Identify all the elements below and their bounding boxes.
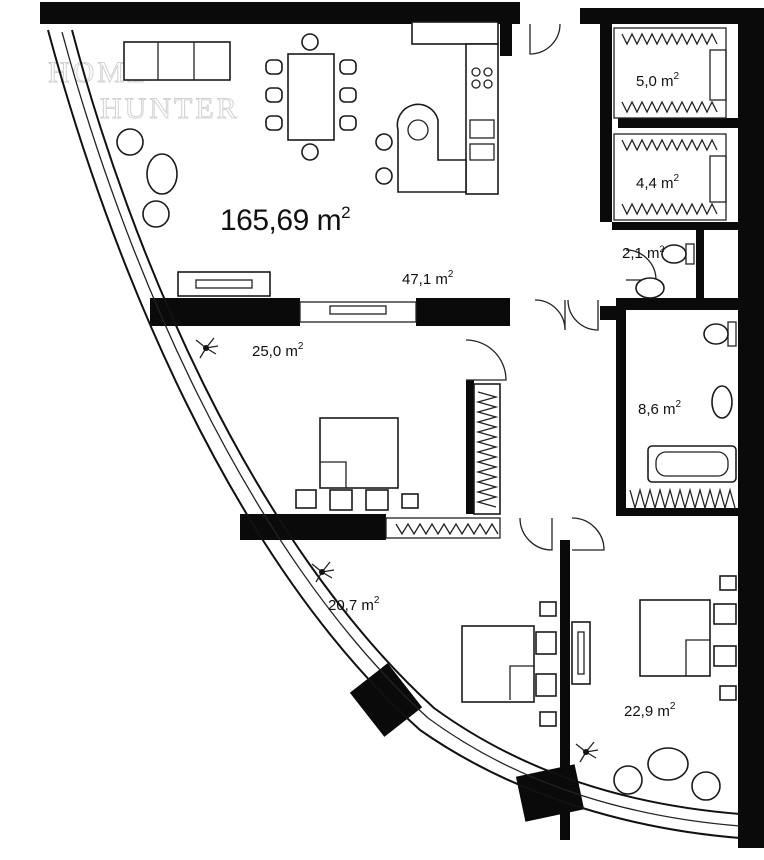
- plant-icon: [575, 741, 599, 763]
- room-area-bedroom-right: 22,9 m2: [624, 701, 676, 720]
- plant-icon: [311, 561, 335, 583]
- total-area-label: 165,69 m2: [220, 203, 351, 237]
- curved-facade: [47, 29, 741, 839]
- wardrobes: [613, 27, 727, 221]
- kitchen-unit: [396, 21, 499, 195]
- room-area-bedroom-top: 25,0 m2: [252, 341, 304, 360]
- room-area-living: 47,1 m2: [402, 269, 454, 288]
- living-furniture: [116, 41, 387, 315]
- room-area-wardrobe-a: 5,0 m2: [636, 71, 680, 90]
- sanitary-fixtures: [629, 243, 737, 511]
- bedroom-top-furniture: [295, 383, 501, 536]
- room-area-bedroom-left: 20,7 m2: [328, 595, 380, 614]
- svg-text:165,69 m2: 165,69 m2: [220, 203, 350, 237]
- dining-set: [265, 33, 393, 185]
- doors: [465, 23, 657, 551]
- total-area-value: 165,69: [220, 204, 309, 237]
- plant-icons: [195, 337, 599, 763]
- bedroom-lower-furniture: [461, 575, 737, 801]
- watermark-line2: HUNTER: [100, 92, 240, 125]
- room-area-bathroom: 8,6 m2: [638, 399, 682, 418]
- room-area-wardrobe-b: 4,4 m2: [636, 173, 680, 192]
- walls: [40, 2, 764, 848]
- plant-icon: [195, 337, 219, 359]
- room-area-wc: 2,1 m2: [622, 244, 665, 262]
